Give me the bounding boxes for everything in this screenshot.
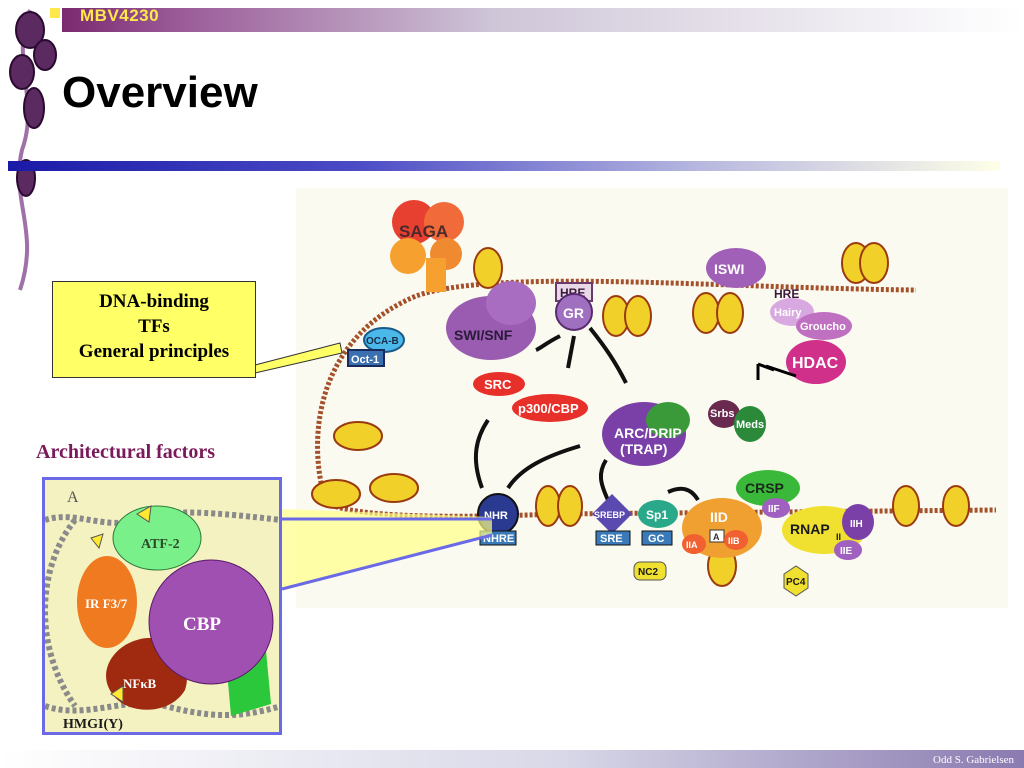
iie-protein — [834, 540, 862, 560]
gc-box — [641, 530, 673, 546]
hmg-marker-icon — [110, 685, 124, 703]
iswi-label: ISWI — [714, 261, 744, 277]
architectural-factors-heading: Architectural factors — [36, 441, 216, 463]
srbs-label: Srbs — [710, 408, 734, 420]
iih-label: IIH — [850, 519, 863, 530]
hdac-label: HDAC — [792, 355, 839, 372]
iib-protein — [724, 530, 748, 550]
hdac-complex — [786, 340, 846, 384]
iif-protein — [762, 498, 790, 518]
gc-label: GC — [648, 533, 665, 545]
p300-label: p300/CBP — [518, 401, 579, 416]
swisnf-complex: SWI/SNF — [446, 281, 536, 360]
iih-protein — [842, 504, 874, 540]
nfkb-label: NFκB — [123, 676, 157, 691]
nucleosome-group — [311, 242, 970, 587]
enhanceosome-inset: A ATF-2 IR F3/7 NFκB CBP HMGI(Y) — [42, 477, 282, 735]
iib-label: IIB — [728, 536, 740, 546]
dna-binding-callout: DNA-binding TFs General principles — [52, 281, 256, 378]
saga-label: SAGA — [399, 222, 448, 241]
author-credit: Odd S. Gabrielsen — [933, 754, 1014, 766]
swisnf-label: SWI/SNF — [454, 327, 513, 343]
arc-drip-subunit — [646, 402, 690, 438]
iif-label: IIF — [768, 504, 780, 515]
sre-box — [595, 530, 631, 546]
srebp-label: SREBP — [594, 510, 625, 520]
p300-protein — [512, 394, 588, 422]
gr-protein — [555, 293, 593, 331]
inset-connector — [281, 509, 493, 591]
groucho-label: Groucho — [800, 321, 846, 333]
nc2-label: NC2 — [638, 567, 658, 578]
iid-label: IID — [710, 509, 728, 525]
bead-icon — [9, 54, 35, 90]
callout-line-3: General principles — [78, 341, 230, 362]
callout-pointer — [254, 342, 343, 374]
atf2-protein — [112, 505, 202, 571]
hre-right-label: HRE — [774, 287, 799, 301]
iswi-complex — [706, 248, 766, 288]
rnap-label: RNAP — [790, 521, 830, 537]
meds-label: Meds — [736, 419, 764, 431]
iia-label: IIA — [686, 540, 698, 550]
iie-label: IIE — [840, 546, 853, 557]
vine-decoration — [9, 8, 60, 291]
ocab-label: OCA-B — [366, 336, 399, 347]
src-protein — [473, 372, 525, 396]
rnap-sub-label: II — [836, 532, 841, 542]
groucho-protein — [796, 312, 852, 340]
arrow-group — [474, 326, 700, 502]
bead-icon — [15, 11, 45, 49]
arc-label-1: ARC/DRIP — [614, 425, 682, 441]
repression-bar — [756, 362, 797, 380]
saga-complex: SAGA — [390, 200, 464, 292]
bead-icon — [33, 39, 57, 71]
arc-label-2: (TRAP) — [620, 441, 667, 457]
hmg-marker-icon — [90, 533, 104, 550]
transcription-diagram: SAGA SWI/SNF HRE GR ISWI HRE Hairy Grouc… — [296, 188, 1008, 608]
oct1-box — [347, 349, 385, 367]
header-bar — [62, 8, 1024, 32]
hmgi-label: HMGI(Y) — [63, 717, 123, 732]
tfiia-box — [709, 529, 725, 543]
src-label: SRC — [484, 377, 512, 392]
srbs-protein — [708, 400, 740, 428]
atf2-label: ATF-2 — [141, 537, 180, 552]
irf-protein — [77, 556, 137, 648]
callout-line-1: DNA-binding — [99, 291, 209, 312]
meds-protein — [734, 406, 766, 442]
cbp-protein — [148, 559, 274, 685]
srebp-protein — [592, 494, 632, 534]
crsp-label: CRSP — [745, 480, 784, 496]
pc4-box — [783, 565, 809, 597]
crsp-complex — [736, 470, 800, 506]
sp1-protein — [638, 500, 678, 528]
irf-label: IR F3/7 — [85, 596, 128, 611]
oct1-label: Oct-1 — [351, 354, 379, 366]
gr-label: GR — [563, 305, 584, 321]
hmg-marker-icon — [136, 505, 152, 523]
iia-protein — [682, 534, 706, 554]
sre-label: SRE — [600, 533, 623, 545]
bead-icon — [23, 87, 45, 129]
slide-title: Overview — [62, 68, 258, 117]
a-label: A — [713, 532, 720, 542]
pc4-label: PC4 — [786, 577, 806, 588]
enhanceosome-diagram: A ATF-2 IR F3/7 NFκB CBP HMGI(Y) — [45, 489, 279, 732]
sp1-label: Sp1 — [646, 508, 668, 522]
panel-letter: A — [67, 489, 79, 506]
title-underline — [8, 161, 1000, 171]
footer-bar — [0, 750, 1024, 768]
hairy-label: Hairy — [774, 307, 802, 319]
callout-line-2: TFs — [138, 316, 170, 337]
cbp-label: CBP — [183, 614, 221, 635]
course-code: MBV4230 — [80, 6, 160, 25]
nc2-box — [633, 561, 667, 581]
